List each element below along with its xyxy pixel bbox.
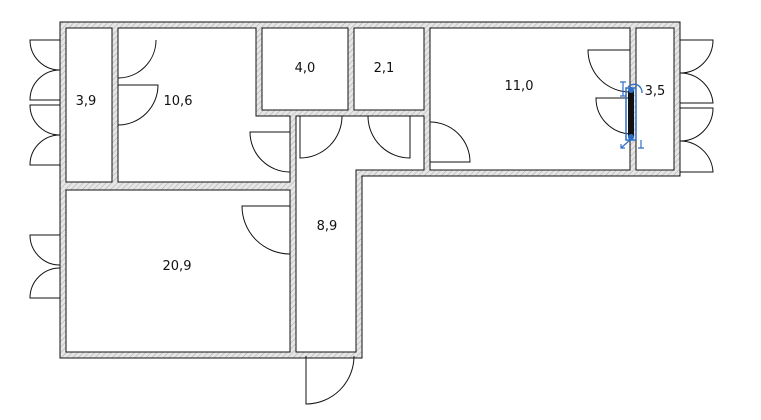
door-4-0[interactable] — [299, 115, 343, 159]
door-11-0[interactable] — [429, 121, 471, 163]
door-11-0-balcony-top[interactable] — [587, 49, 631, 93]
selected-door-element[interactable] — [620, 81, 644, 149]
balcony-doors-left-bottom[interactable] — [29, 234, 61, 299]
door-20-9[interactable] — [241, 205, 291, 255]
door-10-6[interactable] — [249, 131, 291, 173]
room-label-2-1: 2,1 — [374, 61, 395, 76]
room-label-10-6: 10,6 — [164, 94, 193, 109]
room-20-9[interactable] — [65, 189, 291, 353]
room-11-0[interactable] — [429, 27, 631, 171]
rotate-icon[interactable] — [627, 83, 643, 94]
balcony-doors-right[interactable] — [679, 39, 714, 173]
room-label-11-0: 11,0 — [505, 79, 534, 94]
room-label-3-9: 3,9 — [76, 94, 97, 109]
balcony-doors-left-top[interactable] — [29, 39, 61, 166]
door-11-0-balcony-bottom[interactable] — [595, 97, 631, 135]
entry-door[interactable] — [305, 355, 355, 405]
resize-icon-top[interactable] — [620, 81, 626, 97]
resize-icon-bottom[interactable] — [638, 140, 644, 149]
room-label-8-9: 8,9 — [317, 219, 338, 234]
room-label-3-5: 3,5 — [645, 84, 666, 99]
doors-3-9-to-10-6[interactable] — [117, 39, 159, 126]
room-label-20-9: 20,9 — [163, 259, 192, 274]
selection-handle-bottom[interactable] — [628, 134, 634, 140]
room-3-9[interactable] — [65, 27, 113, 183]
room-8-9[interactable] — [295, 115, 425, 353]
selection-handle-top[interactable] — [628, 87, 634, 93]
flip-icon[interactable] — [620, 139, 631, 149]
room-4-0[interactable] — [261, 27, 349, 111]
room-label-4-0: 4,0 — [295, 61, 316, 76]
door-2-1[interactable] — [367, 115, 411, 159]
room-2-1[interactable] — [353, 27, 425, 111]
room-3-5[interactable] — [635, 27, 675, 171]
room-10-6[interactable] — [117, 27, 291, 183]
